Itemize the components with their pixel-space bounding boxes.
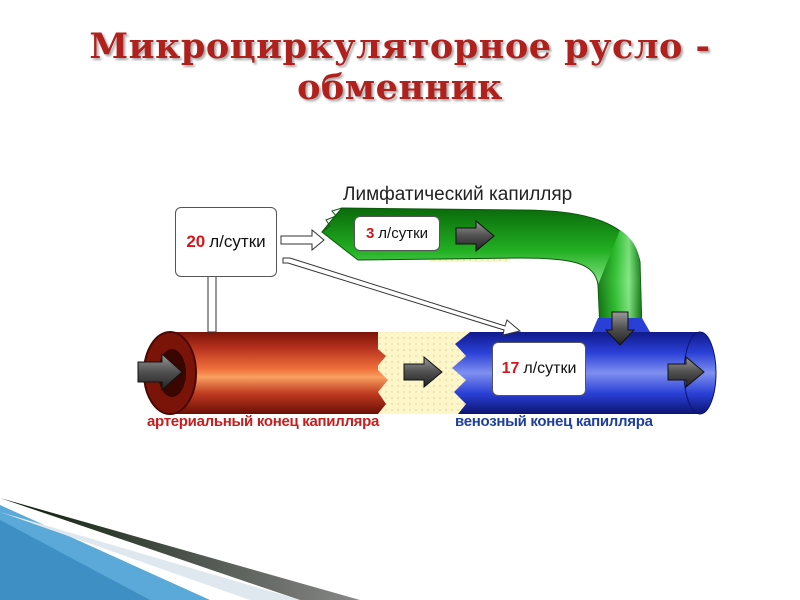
lymph-rate-value: 3: [365, 225, 375, 242]
filtration-rate-value: 20: [186, 232, 206, 251]
filtration-rate-box: 20 л/сутки: [175, 207, 277, 277]
flow-arrow-artery-in: [137, 352, 183, 392]
reabsorption-rate-value: 17: [501, 360, 520, 377]
reabsorption-rate-unit: л/сутки: [523, 360, 577, 377]
lymphatic-capillary-label: Лимфатический капилляр: [343, 184, 573, 205]
flow-arrows: [137, 219, 705, 392]
slide-title: Микроциркуляторное русло - обменник: [89, 26, 711, 108]
flow-arrow-vein-out: [667, 355, 705, 389]
arrow-to-vein: [282, 257, 522, 336]
reabsorption-rate-box: 17 л/сутки: [492, 342, 586, 396]
flow-arrow-lymph: [455, 219, 495, 253]
arrow-to-lymph: [280, 228, 325, 252]
flow-arrow-lymph-down: [604, 311, 636, 346]
lymph-rate-box: 3 л/сутки: [354, 216, 440, 251]
filtration-arrows: [201, 228, 522, 336]
background-swoosh: [0, 498, 360, 600]
flow-arrow-interstitial: [403, 355, 443, 389]
venous-end-caption: венозный конец капилляра: [455, 413, 653, 430]
lymph-rate-unit: л/сутки: [378, 225, 429, 242]
arterial-end-caption: артериальный конец капилляра: [147, 413, 380, 430]
filtration-rate-unit: л/сутки: [209, 232, 266, 251]
